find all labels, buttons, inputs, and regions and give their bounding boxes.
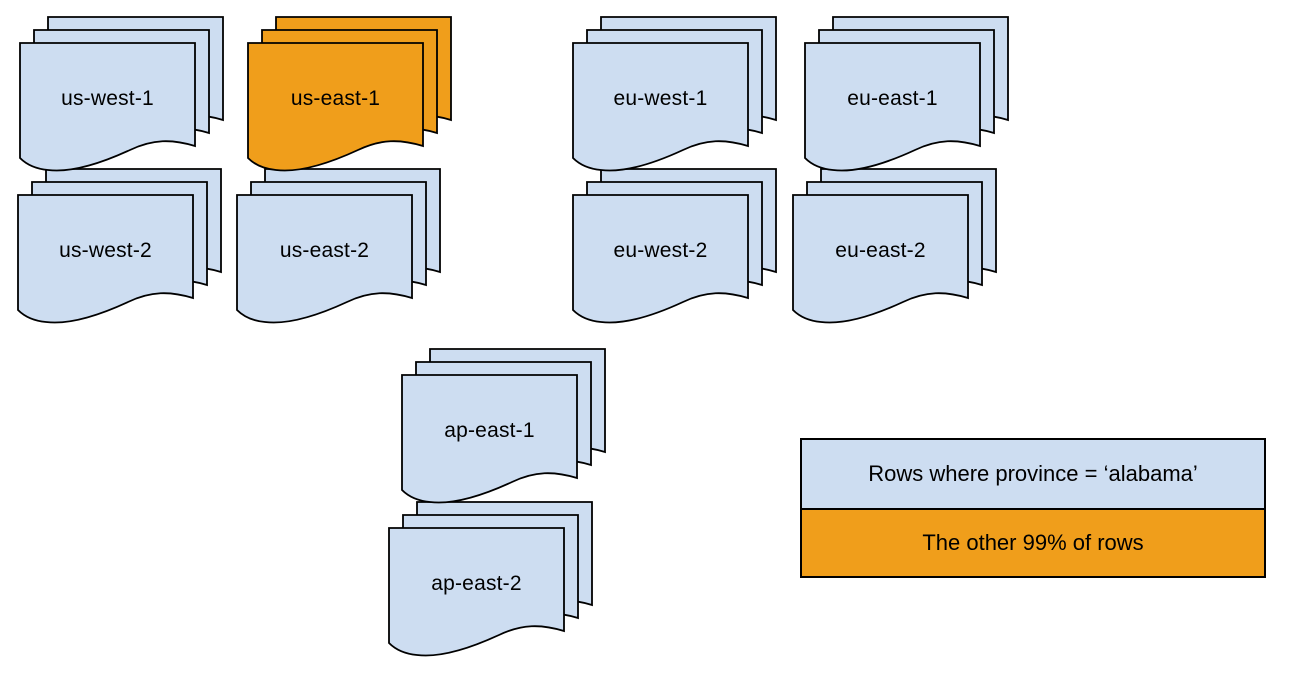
document-stack-icon [19,16,224,172]
document-stack-icon [572,168,777,324]
legend-item-label: Rows where province = ‘alabama’ [868,461,1198,486]
document-stack-icon [792,168,997,324]
document-stack-icon [401,348,606,504]
region-stack-eu-east-2: eu-east-2 [792,168,998,324]
document-stack-icon [236,168,441,324]
region-stack-ap-east-1: ap-east-1 [401,348,607,504]
region-stack-us-west-1: us-west-1 [19,16,225,172]
region-stack-eu-east-1: eu-east-1 [804,16,1010,172]
region-stack-us-east-1: us-east-1 [247,16,453,172]
document-stack-icon [804,16,1009,172]
document-stack-icon [572,16,777,172]
document-stack-icon [247,16,452,172]
region-stack-eu-west-1: eu-west-1 [572,16,778,172]
region-stack-us-east-2: us-east-2 [236,168,442,324]
legend-item-other-rows: The other 99% of rows [802,508,1264,576]
region-stack-ap-east-2: ap-east-2 [388,501,594,657]
legend: Rows where province = ‘alabama’ The othe… [800,438,1266,578]
legend-item-alabama-rows: Rows where province = ‘alabama’ [802,440,1264,508]
document-stack-icon [17,168,222,324]
region-stack-eu-west-2: eu-west-2 [572,168,778,324]
legend-item-label: The other 99% of rows [922,530,1144,555]
document-stack-icon [388,501,593,657]
region-stack-us-west-2: us-west-2 [17,168,223,324]
